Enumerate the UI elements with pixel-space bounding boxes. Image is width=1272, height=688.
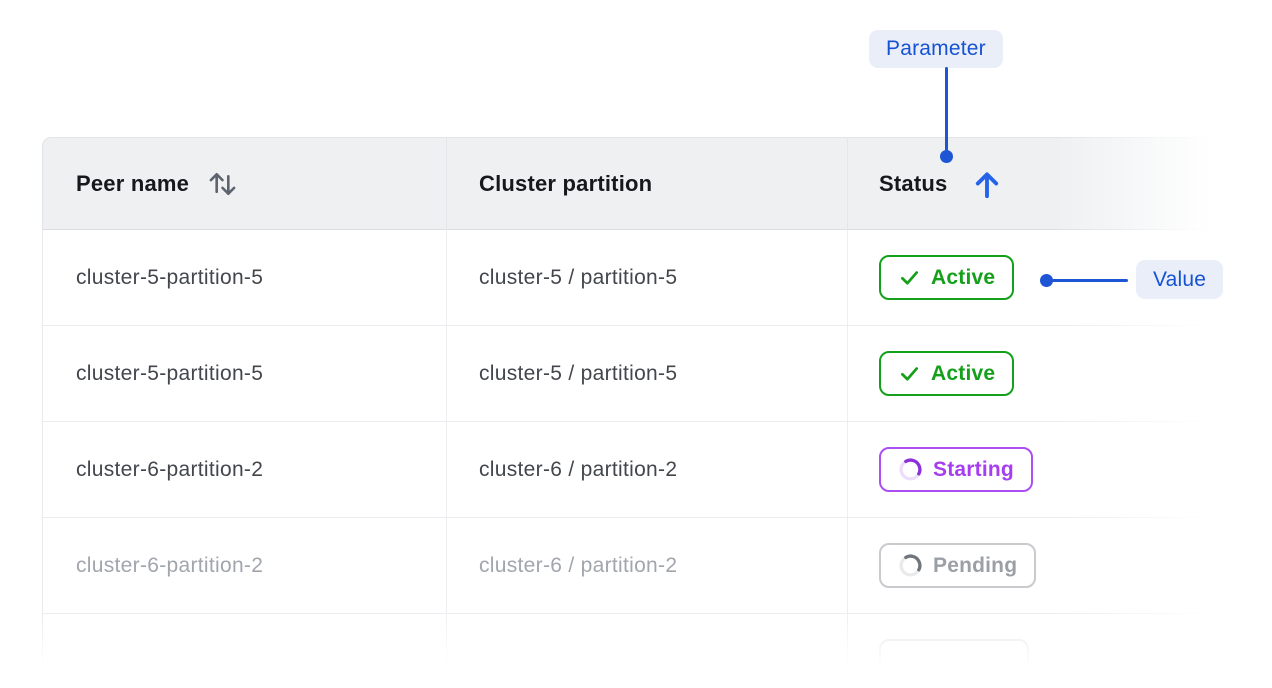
status-badge-label: Pending (933, 553, 1018, 577)
peer-name-cell: cluster-5-partition-5 (43, 230, 447, 325)
table-row[interactable]: cluster-6-partition-2 cluster-6 / partit… (42, 518, 1230, 614)
value-pill: Value (1136, 260, 1224, 299)
cluster-partition-cell (447, 614, 848, 688)
sort-toggle-icon[interactable] (207, 167, 238, 201)
peers-table: Peer name Cluster partition Status clust… (42, 137, 1230, 688)
table-row[interactable]: cluster-6-partition-2 cluster-6 / partit… (42, 422, 1230, 518)
status-header-label: Status (879, 170, 948, 196)
status-cell: Active (848, 230, 1223, 325)
parameter-connector-dot (940, 150, 953, 163)
cluster-partition-cell: cluster-5 / partition-5 (447, 326, 848, 421)
column-header-peer-name[interactable]: Peer name (43, 138, 447, 229)
column-header-status[interactable]: Status (848, 138, 1223, 229)
value-connector-dot (1040, 274, 1053, 287)
cluster-partition-cell: cluster-5 / partition-5 (447, 230, 848, 325)
status-badge-partial (879, 639, 1029, 684)
status-cell: Active (848, 326, 1223, 421)
peer-name-cell: cluster-5-partition-5 (43, 326, 447, 421)
table-header: Peer name Cluster partition Status (42, 137, 1230, 230)
spinner-icon (899, 554, 922, 577)
status-cell (848, 614, 1223, 688)
status-badge-starting: Starting (879, 447, 1033, 492)
status-badge-label: Active (931, 361, 996, 385)
cluster-partition-header-label: Cluster partition (479, 170, 653, 196)
status-badge-pending: Pending (879, 543, 1037, 588)
spinner-icon (899, 458, 922, 481)
column-header-cluster-partition[interactable]: Cluster partition (447, 138, 848, 229)
sort-ascending-icon[interactable] (973, 169, 1001, 200)
check-icon (900, 271, 919, 285)
peer-name-cell: cluster-6-partition-2 (43, 422, 447, 517)
table-row[interactable]: cluster-5-partition-5 cluster-5 / partit… (42, 230, 1230, 326)
parameter-connector-line (945, 67, 948, 151)
cluster-partition-cell: cluster-6 / partition-2 (447, 422, 848, 517)
status-cell: Pending (848, 518, 1223, 613)
status-badge-active: Active (879, 351, 1015, 396)
table-row[interactable] (42, 614, 1230, 688)
parameter-pill: Parameter (869, 30, 1003, 68)
peer-name-cell: cluster-6-partition-2 (43, 518, 447, 613)
peer-name-cell (43, 614, 447, 688)
status-badge-label: Starting (933, 457, 1014, 481)
peer-name-header-label: Peer name (76, 170, 190, 196)
status-cell: Starting (848, 422, 1223, 517)
value-connector-line (1051, 279, 1128, 282)
check-icon (900, 367, 919, 381)
cluster-partition-cell: cluster-6 / partition-2 (447, 518, 848, 613)
status-badge-label: Active (931, 265, 996, 289)
status-badge-active: Active (879, 255, 1015, 300)
table-row[interactable]: cluster-5-partition-5 cluster-5 / partit… (42, 326, 1230, 422)
